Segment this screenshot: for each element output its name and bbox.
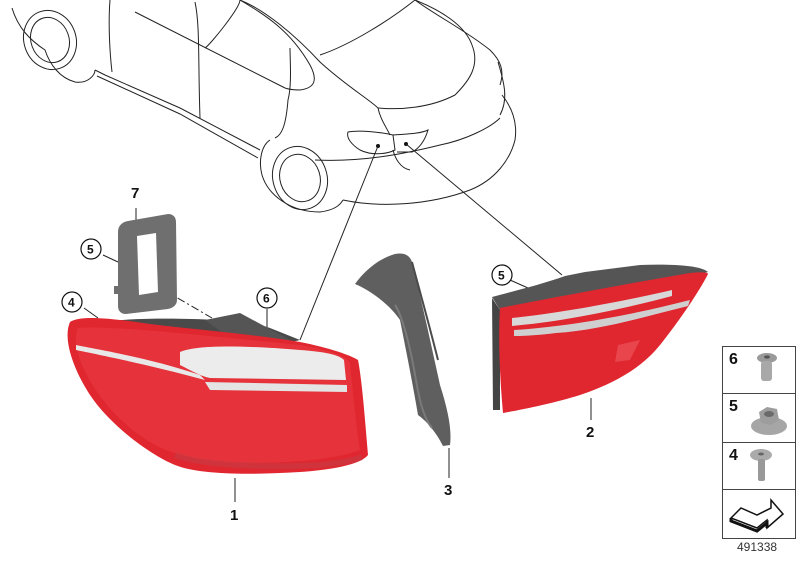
callout-7[interactable]: 7	[131, 185, 139, 202]
callout-5-right-circle	[491, 264, 513, 286]
legend-num-5: 5	[729, 398, 738, 415]
legend-item-nut[interactable]: 5	[722, 393, 796, 443]
callout-3[interactable]: 3	[444, 482, 452, 499]
callout-6-circle	[256, 287, 278, 309]
rear-light-left-part[interactable]	[67, 313, 369, 474]
gasket-part[interactable]	[114, 214, 177, 314]
callout-2[interactable]: 2	[586, 424, 594, 441]
diagram-number: 491338	[737, 540, 778, 554]
rivet-icon	[757, 353, 777, 381]
callout-6[interactable]: 6	[263, 292, 270, 306]
rear-light-right-part[interactable]	[492, 264, 708, 413]
legend-num-4: 4	[729, 447, 738, 464]
legend-num-6: 6	[729, 351, 738, 368]
callout-4-circle	[61, 291, 83, 313]
arrow-icon	[729, 497, 785, 533]
car-outline	[11, 0, 517, 213]
callout-5-left-circle	[80, 238, 102, 260]
callout-labels: 7 5 4 6 5 1 3 2	[61, 185, 594, 524]
legend-item-arrow[interactable]	[722, 489, 796, 539]
legend-item-rivet[interactable]: 6	[722, 346, 796, 394]
callout-5-left[interactable]: 5	[87, 243, 94, 257]
nut-icon	[751, 407, 787, 435]
callout-4[interactable]: 4	[68, 296, 75, 310]
legend-item-screw[interactable]: 4	[722, 442, 796, 490]
screw-icon	[750, 449, 772, 481]
callout-1[interactable]: 1	[230, 507, 238, 524]
cover-trim-part[interactable]	[355, 253, 451, 446]
leader-lines	[83, 143, 592, 502]
callout-5-right[interactable]: 5	[498, 269, 505, 283]
